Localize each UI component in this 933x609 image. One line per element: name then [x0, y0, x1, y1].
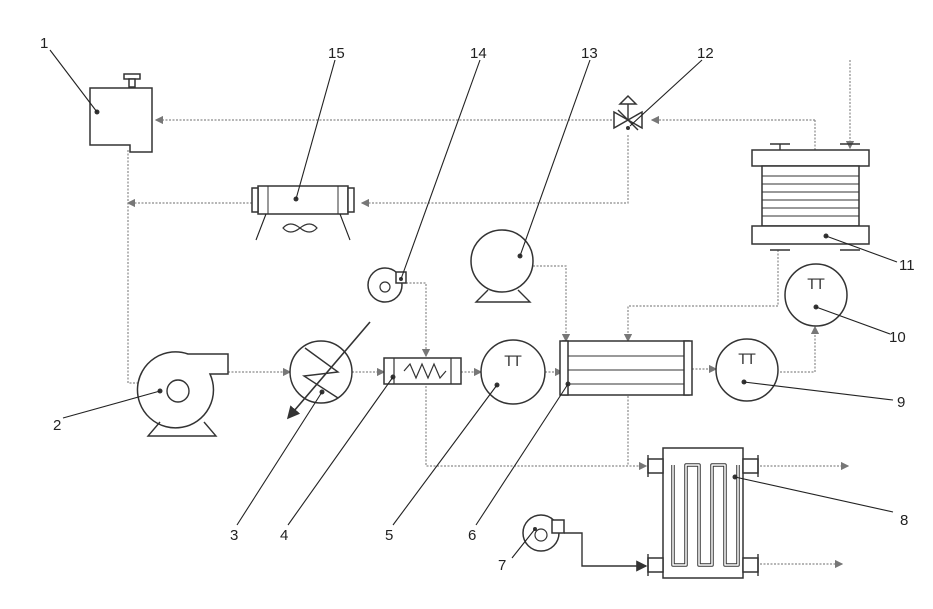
- pipe-hx11-to-hx6: [628, 250, 778, 341]
- heat-exchanger-6: [560, 341, 692, 395]
- compressor-13: [471, 230, 533, 302]
- pipe-heater-to-unit8: [426, 386, 646, 466]
- label-1: 1: [40, 35, 48, 52]
- plate-heat-exchanger-11: [752, 144, 869, 250]
- fan-14: [368, 268, 406, 302]
- tank-10-symbol: TT: [807, 277, 825, 293]
- air-cooler-15: [252, 186, 354, 240]
- tank-9-symbol: TT: [738, 352, 756, 368]
- three-way-valve-12: [614, 96, 642, 130]
- pipe-valve-to-cooler: [362, 135, 628, 203]
- label-3: 3: [230, 527, 238, 544]
- component-labels: 1 2 3 4 5 6 7 8 9 10 11 12 13 14 15: [40, 35, 915, 574]
- tank-10: TT: [785, 264, 847, 326]
- label-5: 5: [385, 527, 393, 544]
- pipe-fan7-to-unit8: [564, 533, 646, 566]
- leader-lines: [50, 50, 897, 558]
- storage-tank-1: [90, 74, 152, 152]
- heat-exchanger-3: [288, 322, 370, 418]
- label-10: 10: [889, 329, 906, 346]
- label-11: 11: [899, 257, 915, 274]
- label-15: 15: [328, 45, 345, 62]
- label-14: 14: [470, 45, 487, 62]
- pipe-compressor-to-hx6: [533, 266, 566, 341]
- electric-heater-4: [384, 358, 461, 384]
- label-7: 7: [498, 557, 506, 574]
- label-4: 4: [280, 527, 288, 544]
- pipe-tank9-to-tank10: [780, 327, 815, 372]
- label-8: 8: [900, 512, 908, 529]
- pipe-tank-to-pump: [128, 150, 148, 383]
- serpentine-unit-8: [648, 448, 758, 578]
- blower-7: [523, 515, 564, 551]
- label-6: 6: [468, 527, 476, 544]
- tank-5-symbol: TT: [504, 354, 522, 370]
- label-2: 2: [53, 417, 61, 434]
- label-12: 12: [697, 45, 714, 62]
- pipe-fan-to-heater: [406, 283, 426, 356]
- label-13: 13: [581, 45, 598, 62]
- tank-9: TT: [716, 339, 778, 401]
- label-9: 9: [897, 394, 905, 411]
